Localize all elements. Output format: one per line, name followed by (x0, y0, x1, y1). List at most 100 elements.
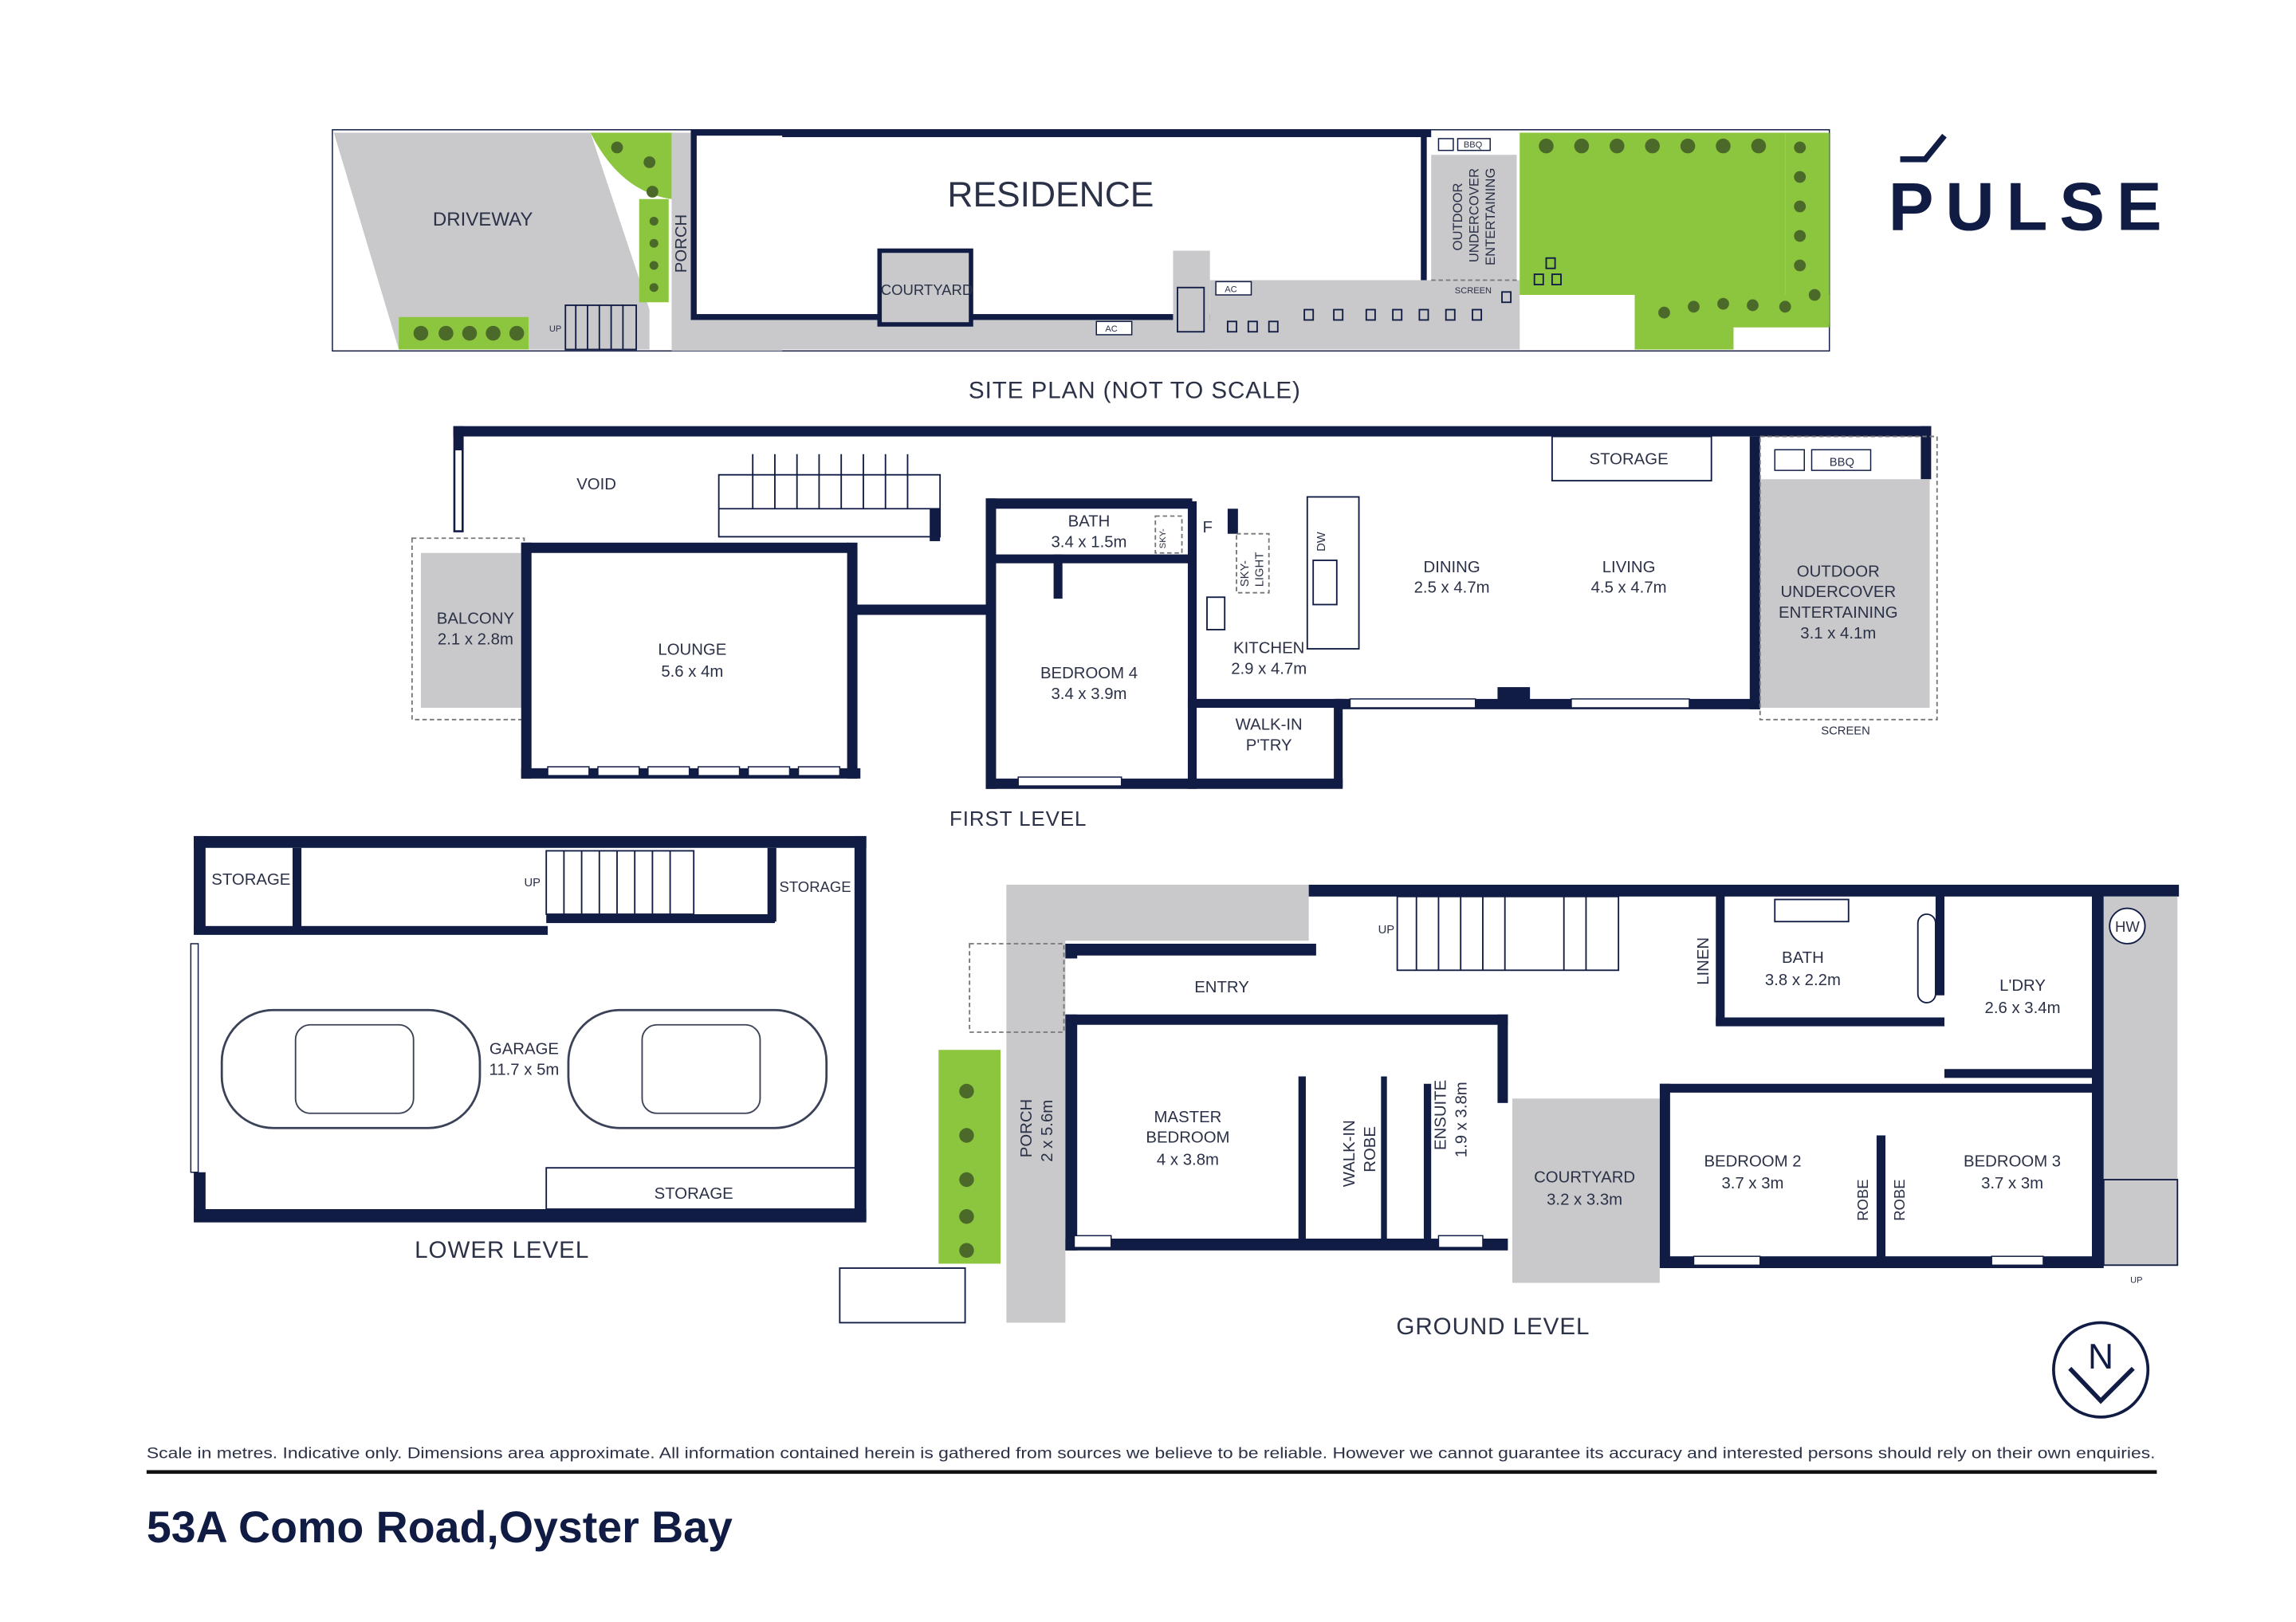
laundry-label: L'DRY (1999, 977, 2046, 995)
balcony-dim: 2.1 x 2.8m (438, 630, 513, 648)
stairs-icon (718, 454, 942, 538)
storage-label: STORAGE (655, 1185, 733, 1203)
outdoor-entertaining-area (1431, 155, 1517, 281)
balcony-area (420, 552, 529, 708)
master-label: MASTER (1154, 1109, 1222, 1126)
property-address: 53A Como Road,Oyster Bay (147, 1502, 733, 1552)
skylight-label: LIGHT (1253, 552, 1266, 587)
lounge-label: LOUNGE (658, 641, 726, 658)
living-label: LIVING (1602, 559, 1656, 576)
garage-label: GARAGE (489, 1041, 559, 1058)
entry-label: ENTRY (1194, 979, 1249, 996)
pavers (1226, 257, 1562, 333)
outdoor-label: ENTERTAINING (1779, 604, 1898, 622)
garage-dim: 11.7 x 5m (489, 1062, 560, 1079)
master-label: BEDROOM (1146, 1129, 1229, 1147)
site-plan: BBQ AC AC SCREEN UP DRIVEWAY PORCH RESID… (332, 129, 1830, 404)
driveway-label: DRIVEWAY (433, 209, 533, 230)
north-compass-icon: N (2052, 1321, 2150, 1419)
driveway-area (333, 132, 650, 350)
first-level-title: FIRST LEVEL (949, 808, 1087, 831)
bedroom2-dim: 3.7 x 3m (1721, 1175, 1783, 1192)
ac-label: AC (1105, 324, 1117, 334)
dining-dim: 2.5 x 4.7m (1414, 579, 1490, 597)
divider (146, 1470, 2157, 1475)
screen-label: SCREEN (1455, 286, 1492, 296)
void-label: VOID (576, 476, 616, 493)
robe-label: ROBE (1854, 1179, 1871, 1220)
up-label: UP (2130, 1275, 2142, 1285)
first-level-plan: BBQ SCREEN VOID BALCONY 2.1 x 2.8m LOUNG… (411, 426, 1938, 831)
hot-water-label: HW (2115, 918, 2140, 935)
bath-label: BATH (1068, 513, 1111, 530)
porch-label: PORCH (1018, 1099, 1036, 1157)
outdoor-entertaining-area (1759, 479, 1930, 708)
bbq-label: BBQ (1830, 457, 1854, 469)
stairs-icon (545, 850, 695, 915)
bbq-label: BBQ (1464, 140, 1483, 150)
skylight-label: SKY- (1158, 528, 1168, 548)
residence-footprint (690, 129, 1427, 320)
garden-bed (590, 132, 672, 199)
bath-label: BATH (1782, 949, 1824, 967)
laundry-dim: 2.6 x 3.4m (1985, 1000, 2061, 1017)
bath-dim: 3.4 x 1.5m (1052, 533, 1127, 551)
courtyard-label: COURTYARD (881, 281, 973, 298)
ensuite-label: ENSUITE (1433, 1080, 1450, 1150)
disclaimer: Scale in metres. Indicative only. Dimens… (147, 1445, 2156, 1463)
pantry-label: P'TRY (1246, 737, 1292, 755)
garden-bed (938, 1050, 1001, 1264)
lawn (1520, 132, 1786, 295)
pulse-logo: PULSE (1889, 133, 2174, 245)
robe-label: ROBE (1891, 1179, 1908, 1220)
ground-level-title: GROUND LEVEL (1396, 1314, 1590, 1340)
porch-area (1006, 885, 1066, 1323)
bedroom2-label: BEDROOM 2 (1704, 1153, 1801, 1170)
lower-level-title: LOWER LEVEL (415, 1237, 589, 1263)
bedroom3-label: BEDROOM 3 (1964, 1153, 2061, 1170)
stairs-icon (564, 286, 1205, 351)
outdoor-label: UNDERCOVER (1466, 168, 1481, 262)
bath-dim: 3.8 x 2.2m (1765, 972, 1841, 989)
storage-label: STORAGE (211, 871, 290, 889)
ground-level-plan: ENTRY UP LINEN BATH 3.8 x 2.2m L'DRY 2.6… (839, 885, 2180, 1340)
site-plan-title: SITE PLAN (NOT TO SCALE) (969, 378, 1301, 404)
screen-label: SCREEN (1821, 725, 1870, 737)
pantry-label: WALK-IN (1236, 717, 1303, 734)
lower-level-plan: STORAGE UP STORAGE GARAGE 11.7 x 5m STOR… (190, 835, 867, 1263)
car-icon (220, 1008, 482, 1129)
car-icon (567, 1008, 828, 1129)
up-label: UP (1378, 924, 1395, 937)
living-dim: 4.5 x 4.7m (1591, 579, 1667, 597)
porch-label: PORCH (673, 214, 690, 273)
residence-label: RESIDENCE (947, 175, 1154, 214)
courtyard-label: COURTYARD (1534, 1169, 1635, 1187)
outdoor-label: OUTDOOR (1450, 183, 1465, 250)
shrubs (413, 138, 1821, 341)
courtyard-area (877, 248, 973, 327)
balcony-label: BALCONY (437, 611, 515, 628)
linen-label: LINEN (1695, 937, 1712, 985)
bedroom3-dim: 3.7 x 3m (1981, 1175, 2043, 1192)
outdoor-dim: 3.1 x 4.1m (1800, 625, 1876, 642)
up-label: UP (549, 324, 561, 334)
bedroom4-label: BEDROOM 4 (1040, 665, 1138, 682)
kitchen-dim: 2.9 x 4.7m (1231, 660, 1307, 677)
lounge-dim: 5.6 x 4m (661, 663, 723, 681)
brand-name: PULSE (1889, 170, 2174, 245)
fridge-label: F (1202, 519, 1212, 536)
walkin-robe-label: ROBE (1362, 1126, 1379, 1172)
stairs-icon (1396, 895, 2179, 1267)
ensuite-dim: 1.9 x 3.8m (1453, 1082, 1471, 1157)
courtyard-dim: 3.2 x 3.3m (1547, 1191, 1622, 1208)
skylight-label: SKY- (1239, 560, 1252, 587)
dining-label: DINING (1423, 559, 1480, 576)
ac-label: AC (1225, 285, 1236, 294)
dishwasher-label: DW (1315, 532, 1328, 552)
outdoor-label: ENTERTAINING (1483, 168, 1498, 265)
up-label: UP (524, 877, 541, 890)
master-dim: 4 x 3.8m (1157, 1152, 1219, 1169)
compass-letter: N (2088, 1337, 2113, 1377)
kitchen-label: KITCHEN (1233, 640, 1304, 658)
